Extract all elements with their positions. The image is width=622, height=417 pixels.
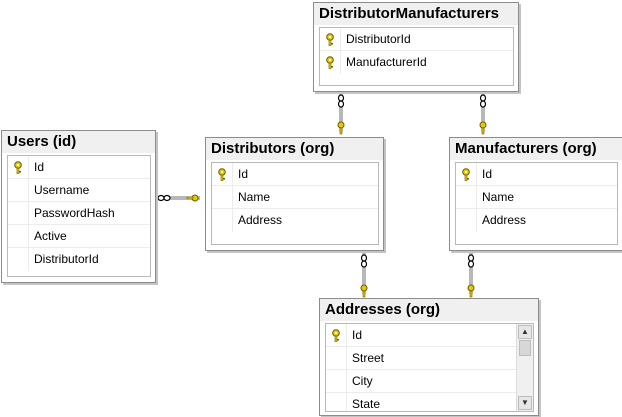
column-row[interactable]: Street	[326, 347, 516, 370]
one-end-key-icon	[481, 127, 485, 135]
row-selector	[320, 28, 341, 50]
column-row[interactable]: State	[326, 393, 516, 411]
column-row[interactable]: City	[326, 370, 516, 393]
primary-key-icon	[331, 329, 341, 343]
many-end-symbol	[479, 100, 487, 108]
column-name: Id	[352, 328, 363, 342]
primary-key-icon	[13, 161, 23, 175]
column-row[interactable]: Id	[456, 163, 617, 186]
column-name: Address	[238, 213, 283, 227]
column-name: Username	[34, 183, 90, 197]
column-row[interactable]: Id	[326, 324, 516, 347]
primary-key-icon	[461, 168, 471, 182]
row-selector	[320, 51, 341, 74]
column-name: ManufacturerId	[346, 55, 427, 69]
column-name: PasswordHash	[34, 206, 115, 220]
many-end-symbol	[337, 94, 345, 102]
row-selector	[326, 324, 347, 346]
many-end-symbol	[360, 260, 368, 268]
vertical-scrollbar[interactable]: ▲ ▼	[516, 324, 533, 411]
column-name: Name	[482, 190, 515, 204]
many-end-symbol	[337, 100, 345, 108]
table-title: Users (id)	[2, 131, 155, 153]
many-end-symbol	[157, 194, 165, 202]
one-end-key-icon	[337, 121, 345, 129]
one-end-key-icon	[360, 284, 368, 292]
column-row[interactable]: ManufacturerId	[320, 51, 513, 74]
column-name: State	[352, 397, 381, 411]
row-selector	[212, 163, 233, 185]
one-end-key-icon	[469, 290, 473, 298]
table-title: Distributors (org)	[206, 138, 383, 160]
row-selector	[8, 225, 29, 247]
column-name: Active	[34, 229, 67, 243]
row-selector	[456, 186, 477, 208]
one-end-key-icon	[186, 196, 194, 200]
scroll-down-button[interactable]: ▼	[518, 396, 532, 410]
table-title: DistributorManufacturers	[314, 3, 518, 25]
row-selector	[8, 202, 29, 224]
row-selector	[326, 347, 347, 369]
column-name: Id	[34, 160, 45, 174]
column-row[interactable]: DistributorId	[8, 248, 150, 271]
many-end-symbol	[467, 260, 475, 268]
many-end-symbol	[479, 94, 487, 102]
one-end-key-icon	[467, 284, 475, 292]
row-selector	[8, 156, 29, 178]
column-name: Id	[238, 167, 249, 181]
primary-key-icon	[325, 33, 335, 47]
many-end-symbol	[467, 254, 475, 262]
column-name: DistributorId	[346, 32, 411, 46]
column-row[interactable]: Name	[212, 186, 378, 209]
column-row[interactable]: Address	[456, 209, 617, 232]
row-selector	[456, 163, 477, 185]
column-name: Address	[482, 213, 527, 227]
primary-key-icon	[325, 56, 335, 70]
column-row[interactable]: Id	[8, 156, 150, 179]
column-name: DistributorId	[34, 252, 99, 266]
column-name: Id	[482, 167, 493, 181]
one-end-key-icon	[362, 290, 366, 298]
column-name: Street	[352, 351, 385, 365]
row-selector	[326, 370, 347, 392]
row-selector	[456, 209, 477, 232]
column-name: City	[352, 374, 373, 388]
column-row[interactable]: Active	[8, 225, 150, 248]
one-end-key-icon	[479, 121, 487, 129]
column-row[interactable]: Id	[212, 163, 378, 186]
table-title: Manufacturers (org)	[450, 138, 622, 160]
column-row[interactable]: DistributorId	[320, 28, 513, 51]
table-title: Addresses (org)	[320, 299, 538, 321]
row-selector	[326, 393, 347, 411]
scroll-up-button[interactable]: ▲	[518, 325, 532, 339]
scroll-thumb[interactable]	[519, 340, 531, 356]
column-row[interactable]: Name	[456, 186, 617, 209]
one-end-key-icon	[339, 127, 343, 135]
column-name: Name	[238, 190, 271, 204]
column-row[interactable]: Address	[212, 209, 378, 232]
column-row[interactable]: PasswordHash	[8, 202, 150, 225]
row-selector	[8, 248, 29, 271]
row-selector	[212, 209, 233, 232]
many-end-symbol	[360, 254, 368, 262]
row-selector	[212, 186, 233, 208]
row-selector	[8, 179, 29, 201]
many-end-symbol	[163, 194, 171, 202]
primary-key-icon	[217, 168, 227, 182]
column-row[interactable]: Username	[8, 179, 150, 202]
